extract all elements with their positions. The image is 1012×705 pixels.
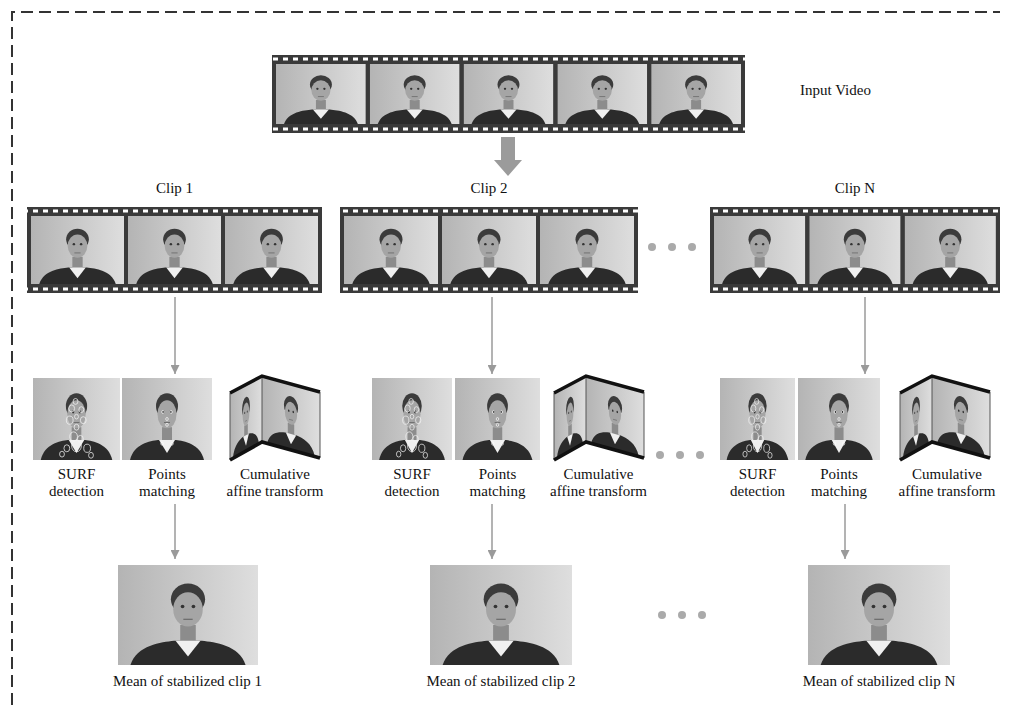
clip-heading: Clip 2 <box>340 180 638 197</box>
clip-heading: Clip 1 <box>27 180 322 197</box>
clip-strip: Clip 2 <box>340 180 638 293</box>
strip-label: Input Video <box>800 82 950 99</box>
video-strip: Input Video <box>272 55 745 133</box>
clip-filmstrip <box>710 207 1000 215</box>
clip-filmstrip <box>27 285 322 293</box>
clip-filmstrip <box>540 216 634 284</box>
clip-filmstrip <box>31 216 124 284</box>
clip-filmstrip <box>225 216 318 284</box>
mean-images <box>118 565 950 665</box>
surf-image: SURF detection <box>372 378 452 500</box>
matching-picture <box>122 378 212 460</box>
image-caption: Cumulative affine transform <box>895 466 999 500</box>
image-caption: Cumulative affine transform <box>547 466 651 500</box>
input-filmstrip <box>557 64 647 124</box>
clip-filmstrip <box>340 285 638 293</box>
flow-arrow <box>174 504 176 559</box>
transform-picture <box>230 376 320 460</box>
connector-group <box>175 137 865 559</box>
clip-filmstrip <box>340 207 638 293</box>
image-caption: Points matching <box>462 466 534 500</box>
matching-image: Points matching <box>122 378 212 500</box>
input-filmstrip <box>272 55 745 63</box>
clip-strip: Clip 1 <box>27 180 322 293</box>
mean-image: Mean of stabilized clip N <box>790 563 968 690</box>
ellipsis-dots <box>688 243 696 251</box>
ellipsis-dots <box>648 243 706 619</box>
ellipsis-dots <box>668 243 676 251</box>
transform-image: Cumulative affine transform <box>890 378 1004 500</box>
image-caption: Mean of stabilized clip 2 <box>412 673 590 690</box>
dashed-frame <box>12 12 1000 705</box>
ellipsis-dots <box>698 611 706 619</box>
clip-filmstrip <box>27 207 322 215</box>
input-filmstrip <box>272 55 745 133</box>
flow-arrow <box>491 297 493 374</box>
block-arrow <box>494 137 522 176</box>
surf-picture <box>33 378 120 460</box>
image-caption: Points matching <box>803 466 875 500</box>
flow-arrow <box>491 504 493 559</box>
surf-image: SURF detection <box>33 378 120 500</box>
image-caption: Points matching <box>131 466 203 500</box>
clip-filmstrip <box>809 216 900 284</box>
clip-filmstrip <box>710 207 1000 293</box>
image-caption: Mean of stabilized clip 1 <box>100 673 275 690</box>
matching-image: Points matching <box>455 378 540 500</box>
input-filmstrip <box>370 64 460 124</box>
surf-picture <box>372 378 452 460</box>
input-filmstrip <box>464 64 554 124</box>
clip-filmstrip <box>710 207 1000 293</box>
clip-filmstrip <box>340 207 638 215</box>
ellipsis-dots <box>656 451 664 459</box>
clip-strip: Clip N <box>710 180 1000 293</box>
clip-filmstrip <box>27 207 322 293</box>
image-caption: Mean of stabilized clip N <box>790 673 968 690</box>
ellipsis-dots <box>658 611 666 619</box>
transform-picture <box>554 376 644 460</box>
clip-heading: Clip N <box>710 180 1000 197</box>
input-filmstrip <box>272 55 745 133</box>
flow-arrow <box>844 504 846 559</box>
clip-filmstrip <box>344 216 438 284</box>
transform-image: Cumulative affine transform <box>222 378 328 500</box>
clip-filmstrip <box>710 285 1000 293</box>
flow-arrow <box>864 297 866 374</box>
transform-picture <box>900 376 990 460</box>
mean-image: Mean of stabilized clip 1 <box>100 563 275 690</box>
input-filmstrip <box>272 125 745 133</box>
image-caption: Cumulative affine transform <box>223 466 327 500</box>
clip-filmstrip <box>128 216 221 284</box>
input-filmstrip <box>651 64 741 124</box>
processing-images <box>33 376 990 460</box>
clip-filmstrip <box>714 216 805 284</box>
ellipsis-dots <box>648 243 656 251</box>
input-filmstrip <box>276 64 366 124</box>
ellipsis-dots <box>678 611 686 619</box>
surf-picture <box>720 378 795 460</box>
mean-picture <box>118 565 258 665</box>
clip-filmstrip <box>905 216 996 284</box>
image-caption: SURF detection <box>723 466 793 500</box>
image-caption: SURF detection <box>377 466 447 500</box>
clip-filmstrip <box>442 216 536 284</box>
surf-image: SURF detection <box>720 378 795 500</box>
transform-image: Cumulative affine transform <box>546 378 651 500</box>
ellipsis-dots <box>676 451 684 459</box>
mean-picture <box>808 565 950 665</box>
matching-image: Points matching <box>798 378 880 500</box>
mean-image: Mean of stabilized clip 2 <box>412 563 590 690</box>
matching-picture <box>455 378 540 460</box>
flow-arrow <box>174 297 176 374</box>
mean-picture <box>430 565 572 665</box>
clip-filmstrip <box>340 207 638 293</box>
ellipsis-dots <box>696 451 704 459</box>
image-caption: SURF detection <box>42 466 112 500</box>
clip-filmstrip <box>27 207 322 293</box>
matching-picture <box>798 378 880 460</box>
